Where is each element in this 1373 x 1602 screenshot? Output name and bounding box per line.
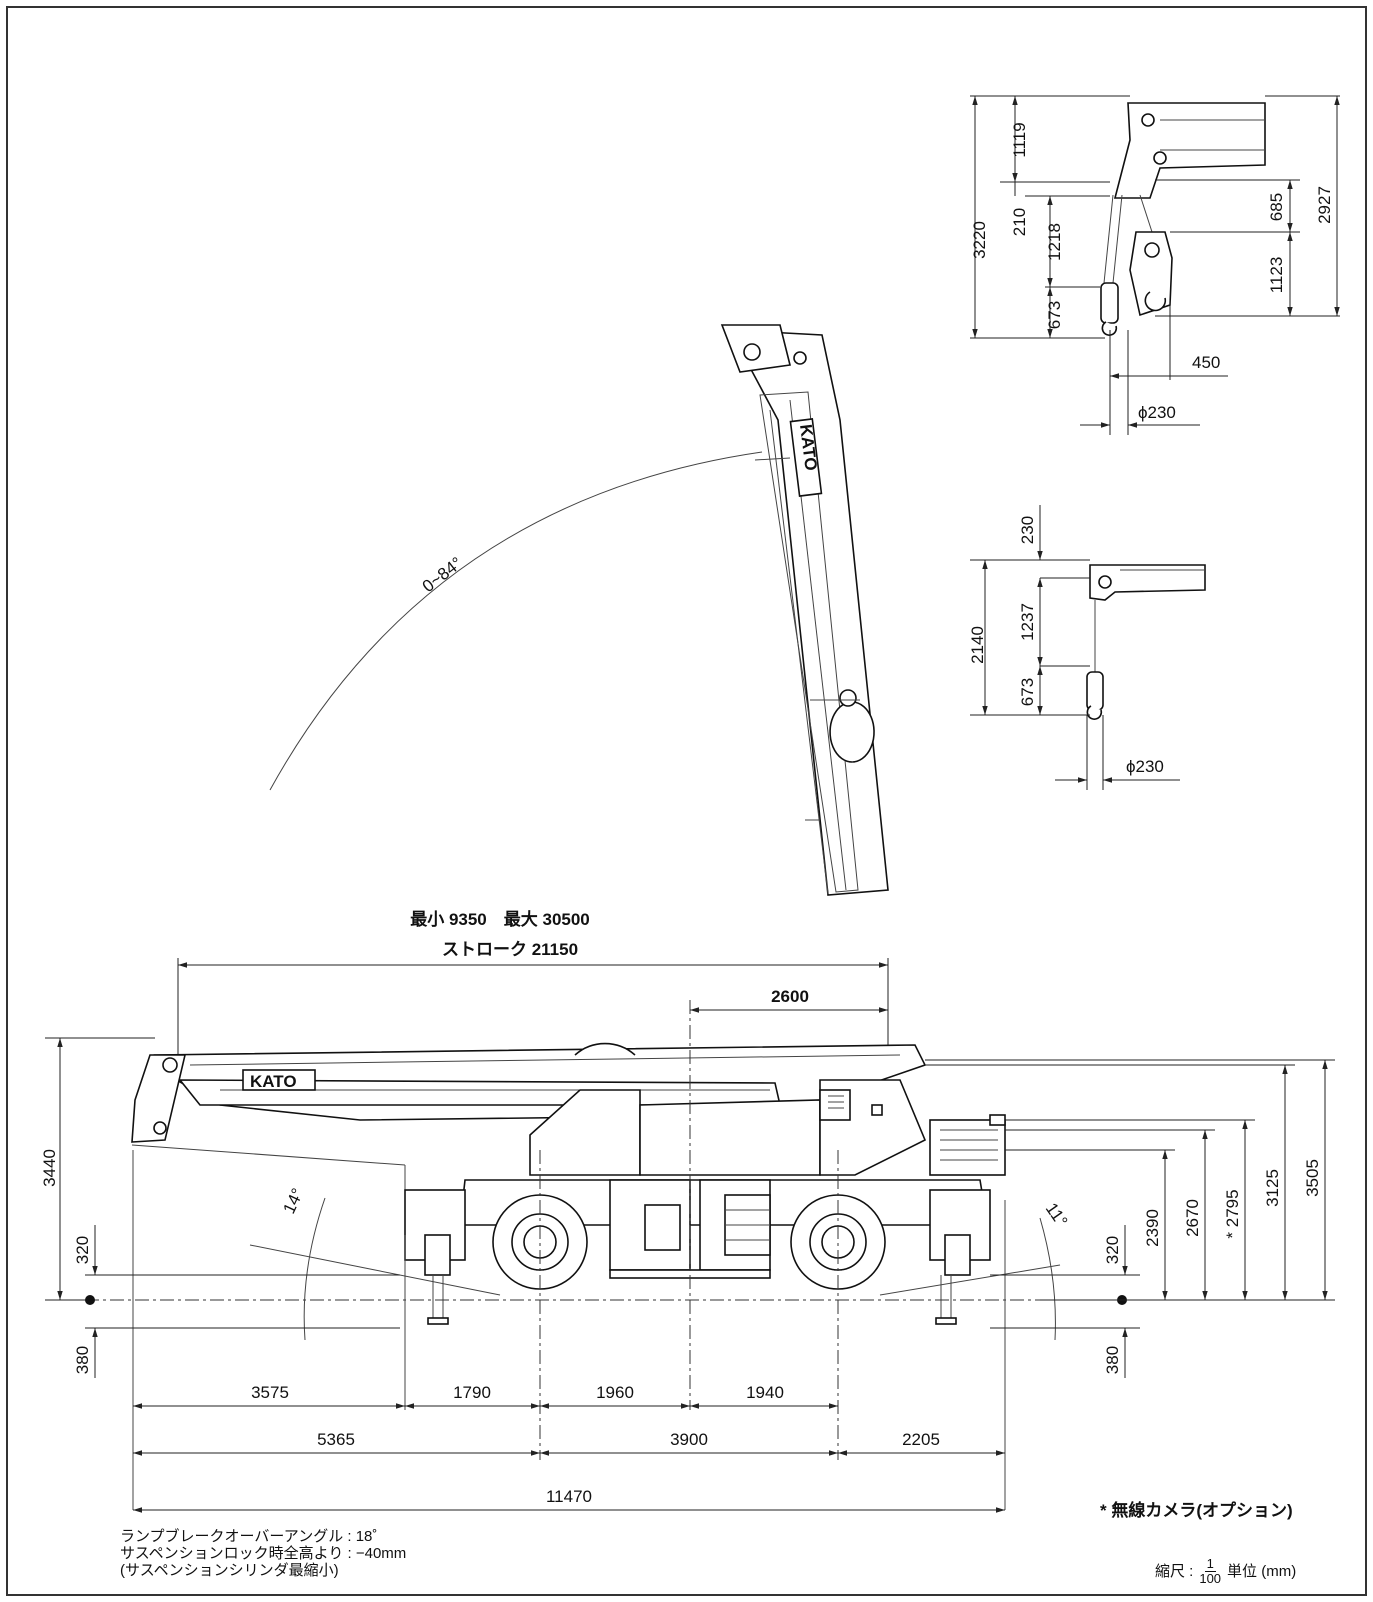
dim-right-380: 380 — [1103, 1346, 1122, 1374]
hook-aux-dim-230: 230 — [1018, 516, 1037, 544]
boom-angle-label: 0~84° — [419, 553, 466, 596]
note-suspension: サスペンションロック時全高より : −40mm — [120, 1545, 407, 1562]
hook-main-diameter: ϕ230 — [1138, 403, 1176, 422]
hook-main-dim-2927: 2927 — [1315, 186, 1334, 224]
dim-height-2670: 2670 — [1183, 1199, 1202, 1237]
scale-prefix: 縮尺 : — [1155, 1563, 1194, 1580]
dim-left-320: 320 — [73, 1236, 92, 1264]
dim-5365: 5365 — [317, 1430, 355, 1449]
dim-height-3505: 3505 — [1303, 1159, 1322, 1197]
dim-1960: 1960 — [596, 1383, 634, 1402]
hook-main-dim-1123: 1123 — [1267, 257, 1286, 294]
note-breakover: ランプブレークオーバーアングル : 18˚ — [120, 1528, 378, 1545]
dim-2205: 2205 — [902, 1430, 940, 1449]
dim-1790: 1790 — [453, 1383, 491, 1402]
scale-block: 縮尺 : 1 100 単位 (mm) — [1155, 1557, 1296, 1586]
raised-boom: KATO 0~84° — [269, 324, 889, 896]
drawing-frame — [6, 6, 1367, 1596]
boom-length-label: 最小 9350 最大 30500 — [410, 909, 590, 929]
hook-main-dim-1218: 1218 — [1045, 223, 1064, 261]
main-hook-detail: 3220 1119 210 1218 673 685 1123 2927 450… — [970, 95, 1340, 435]
boom-brand: KATO — [250, 1072, 297, 1091]
hook-main-dim-210: 210 — [1010, 208, 1029, 236]
hook-main-dim-3220: 3220 — [970, 221, 989, 259]
dim-overall-11470: 11470 — [546, 1487, 592, 1506]
dim-3575: 3575 — [251, 1383, 289, 1402]
departure-angle: 11° — [1042, 1199, 1072, 1230]
boom-angle-arc — [269, 451, 763, 791]
dim-height-2390: 2390 — [1143, 1209, 1162, 1247]
dim-boom-tip-offset: 2600 — [771, 987, 809, 1006]
dim-height-3125: 3125 — [1263, 1169, 1282, 1207]
hook-main-dim-673: 673 — [1045, 301, 1064, 329]
dim-left-380: 380 — [73, 1346, 92, 1374]
hook-main-width: 450 — [1192, 353, 1220, 372]
scale-denominator: 100 — [1199, 1571, 1222, 1586]
aux-hook-detail: 2140 230 1237 673 ϕ230 — [968, 505, 1206, 790]
hook-aux-dim-2140: 2140 — [968, 626, 987, 664]
scale-fraction: 1 100 — [1199, 1557, 1221, 1586]
hook-aux-dim-673: 673 — [1018, 678, 1037, 706]
boom-stroke-label: ストローク 21150 — [442, 940, 578, 959]
note-suspension-sub: (サスペンションシリンダ最縮小) — [120, 1562, 339, 1579]
dim-3900: 3900 — [670, 1430, 708, 1449]
dim-height-3440: 3440 — [40, 1149, 59, 1187]
hook-main-dim-1119: 1119 — [1010, 122, 1029, 157]
scale-numerator: 1 — [1204, 1556, 1216, 1572]
hook-aux-diameter: ϕ230 — [1126, 757, 1164, 776]
hook-main-dim-685: 685 — [1267, 193, 1286, 221]
dim-right-320: 320 — [1103, 1236, 1122, 1264]
hook-aux-dim-1237: 1237 — [1018, 603, 1037, 641]
note-camera-option: * 無線カメラ(オプション) — [1100, 1501, 1293, 1520]
dim-1940: 1940 — [746, 1383, 784, 1402]
dim-height-2795: * 2795 — [1223, 1189, 1242, 1238]
unit-label: 単位 (mm) — [1227, 1563, 1297, 1580]
approach-angle: 14° — [279, 1185, 307, 1216]
side-view: 最小 9350 最大 30500 ストローク 21150 2600 KATO — [40, 909, 1335, 1513]
